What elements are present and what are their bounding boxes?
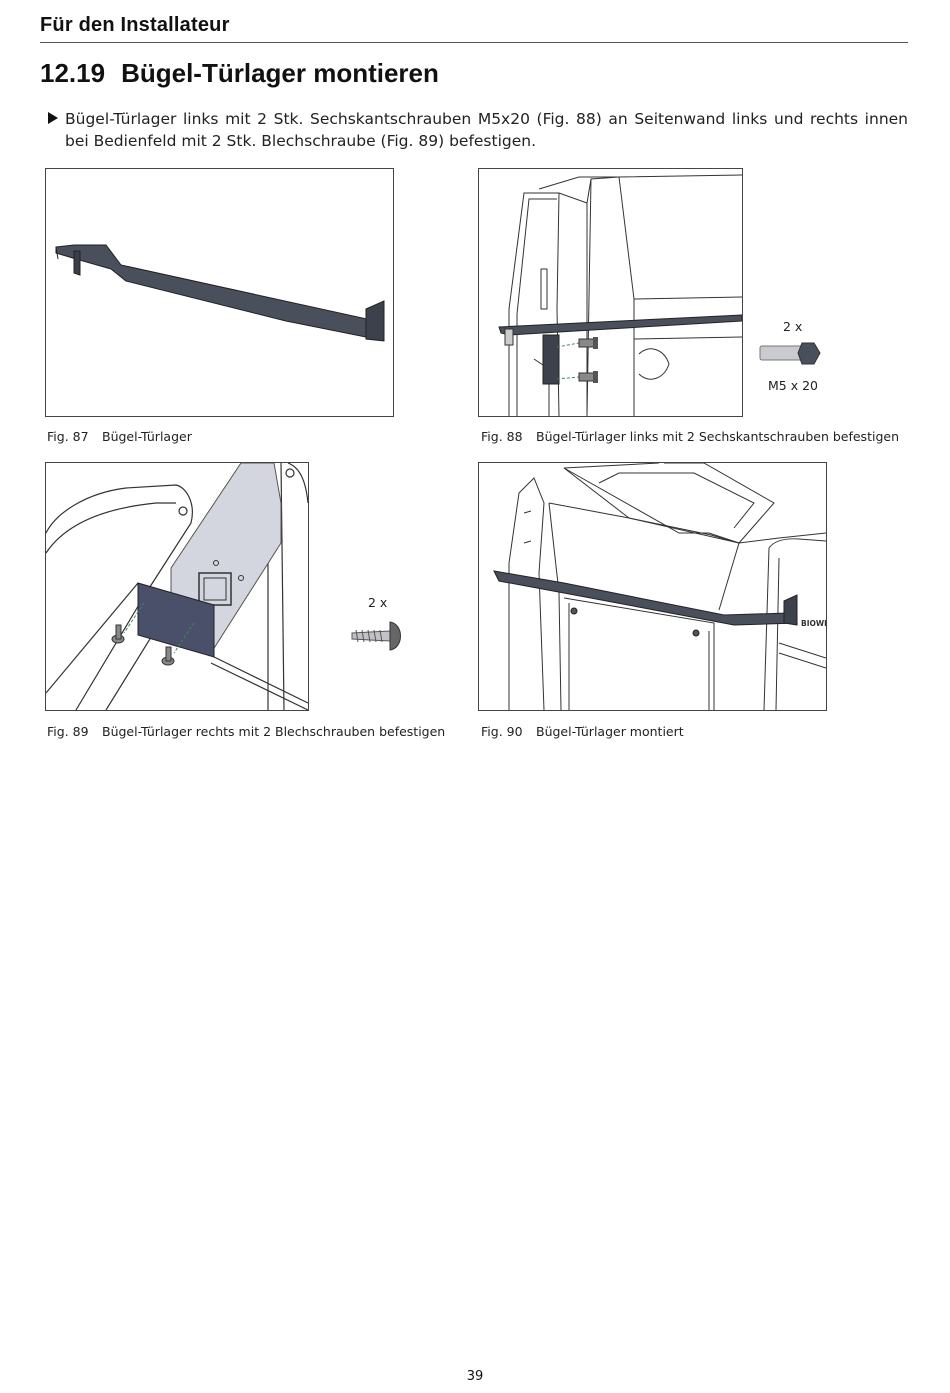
figure-90-image: BIOWIN (478, 462, 827, 711)
figure-number: Fig. 90 (481, 724, 523, 739)
figure-88-image (478, 168, 743, 417)
figure-90-caption: Fig. 90 Bügel-Türlager montiert (481, 724, 684, 739)
header-title: Für den Installateur (40, 14, 230, 36)
figure-89-caption: Fig. 89 Bügel-Türlager rechts mit 2 Blech… (47, 724, 445, 739)
left-side-mounting-drawing (498, 174, 742, 416)
section-heading: 12.19 Bügel-Türlager montieren (40, 58, 439, 89)
instruction-step: Bügel-Türlager links mit 2 Stk. Sechskan… (48, 108, 908, 152)
figure-caption-text: Bügel-Türlager rechts mit 2 Blechschraub… (102, 724, 446, 739)
brand-label: BIOWIN (801, 619, 826, 628)
figure-caption-text: Bügel-Türlager links mit 2 Sechskantschr… (536, 429, 899, 444)
page-number: 39 (466, 1369, 484, 1384)
figure-87-image (45, 168, 394, 417)
right-side-mounting-drawing (46, 463, 308, 710)
fig89-quantity-label: 2 x (368, 595, 388, 610)
figure-caption-text: Bügel-Türlager (102, 429, 192, 444)
mounted-bracket-drawing: BIOWIN (493, 463, 826, 710)
sheet-metal-screw-icon (350, 618, 404, 654)
door-bracket-drawing (55, 244, 385, 342)
section-number: 12.19 (40, 58, 106, 88)
figure-89-image (45, 462, 309, 711)
figure-88-caption: Fig. 88 Bügel-Türlager links mit 2 Sechsk… (481, 429, 899, 444)
instruction-text: Bügel-Türlager links mit 2 Stk. Sechskan… (65, 110, 908, 150)
section-title: Bügel-Türlager montieren (121, 58, 439, 88)
figure-number: Fig. 89 (47, 724, 89, 739)
hex-bolt-icon (758, 340, 822, 368)
figure-number: Fig. 88 (481, 429, 523, 444)
figure-87-caption: Fig. 87 Bügel-Türlager (47, 429, 192, 444)
fig88-quantity-label: 2 x (783, 319, 803, 334)
figure-number: Fig. 87 (47, 429, 89, 444)
figure-caption-text: Bügel-Türlager montiert (536, 724, 684, 739)
bullet-arrow-icon (48, 112, 58, 124)
fig88-bolt-size-label: M5 x 20 (768, 378, 818, 393)
header-divider (40, 42, 908, 43)
